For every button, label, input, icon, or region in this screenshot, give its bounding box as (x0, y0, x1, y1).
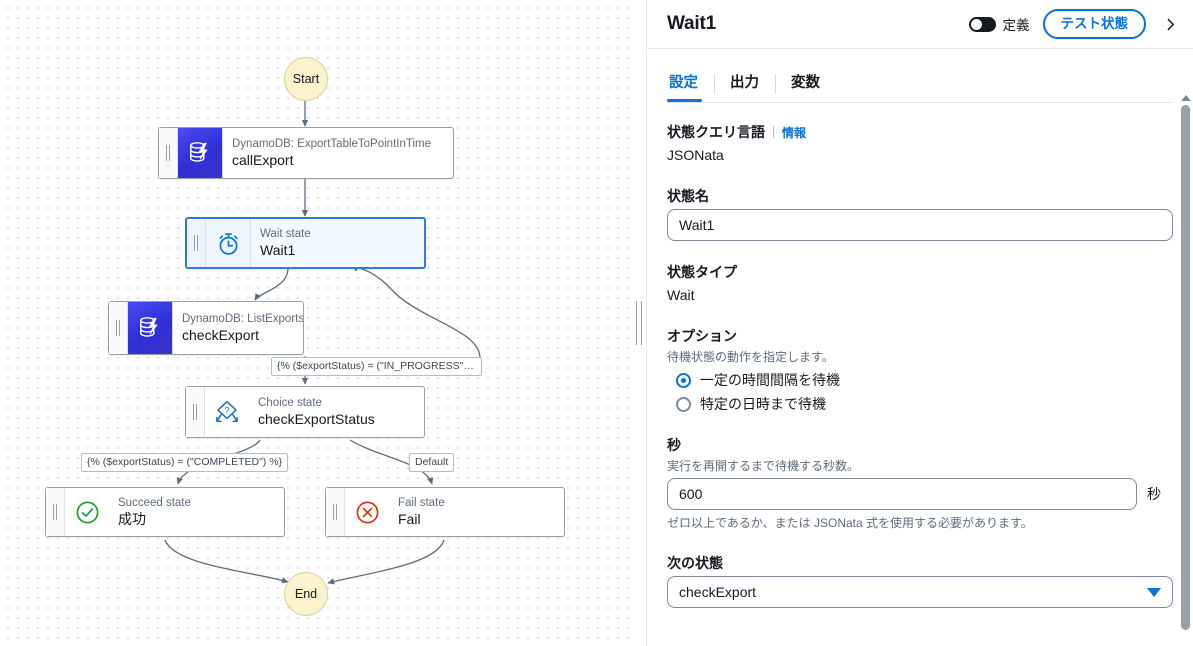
state-type-value: Wait (667, 287, 695, 303)
panel-scrollbar[interactable] (1180, 95, 1191, 646)
test-state-button[interactable]: テスト状態 (1042, 9, 1146, 39)
node-drag-handle[interactable] (109, 302, 128, 354)
node-subtitle: Fail state (398, 497, 445, 509)
state-detail-panel: Wait1 定義 テスト状態 設定 出力 変数 状態クエリ言語 (647, 0, 1193, 646)
next-state-value: checkExport (679, 584, 757, 600)
panel-body: 設定 出力 変数 状態クエリ言語 情報 JSONata 状態名 (647, 49, 1193, 646)
query-language-label: 状態クエリ言語 情報 (667, 124, 807, 140)
workflow-canvas[interactable]: Start DynamoDB: ExportTableToPointInTime… (0, 0, 632, 646)
panel-splitter[interactable] (632, 0, 647, 646)
state-name-label: 状態名 (667, 188, 709, 204)
node-subtitle: Succeed state (118, 497, 191, 509)
x-circle-icon (345, 488, 389, 536)
node-Wait1[interactable]: Wait state Wait1 (185, 217, 426, 269)
node-drag-handle[interactable] (187, 219, 206, 267)
node-drag-handle[interactable] (159, 128, 178, 178)
panel-header: Wait1 定義 テスト状態 (647, 0, 1193, 49)
field-next-state: 次の状態 checkExport (667, 553, 1173, 608)
node-checkExportStatus[interactable]: ? Choice state checkExportStatus (185, 386, 425, 438)
radio-wait-timestamp-label: 特定の日時まで待機 (700, 396, 826, 412)
node-drag-handle[interactable] (46, 488, 65, 536)
radio-dot-icon (676, 372, 691, 388)
node-subtitle: Wait state (260, 228, 311, 240)
node-title: Wait1 (260, 242, 296, 258)
field-options: オプション 待機状態の動作を指定します。 一定の時間間隔を待機 特定の日時まで待… (667, 326, 1173, 414)
tab-settings[interactable]: 設定 (667, 73, 714, 102)
start-label: Start (292, 72, 320, 86)
tab-divider (667, 102, 1173, 103)
chevron-down-icon (1147, 587, 1161, 597)
state-type-label: 状態タイプ (667, 264, 737, 280)
node-subtitle: Choice state (258, 397, 322, 409)
panel-tabs: 設定 出力 変数 (647, 49, 1193, 102)
node-drag-handle[interactable] (186, 387, 205, 437)
node-title: checkExportStatus (258, 411, 375, 427)
field-state-type: 状態タイプ Wait (667, 262, 1173, 305)
node-title: 成功 (118, 511, 146, 527)
chevron-right-icon[interactable] (1162, 16, 1179, 33)
node-succeed[interactable]: Succeed state 成功 (45, 487, 285, 537)
svg-text:?: ? (224, 406, 229, 416)
node-title: Fail (398, 511, 421, 527)
options-hint: 待機状態の動作を指定します。 (667, 350, 834, 364)
start-node[interactable]: Start (284, 57, 328, 101)
node-subtitle: DynamoDB: ListExports (182, 313, 303, 325)
tab-output[interactable]: 出力 (714, 73, 775, 102)
node-title: callExport (232, 152, 294, 168)
next-state-label: 次の状態 (667, 555, 723, 571)
seconds-hint: 実行を再開するまで待機する秒数。 (667, 459, 860, 473)
page-title: Wait1 (667, 13, 716, 34)
node-callExport[interactable]: DynamoDB: ExportTableToPointInTime callE… (158, 127, 454, 179)
radio-wait-timestamp[interactable]: 特定の日時まで待機 (667, 394, 1173, 414)
radio-wait-interval[interactable]: 一定の時間間隔を待機 (667, 370, 1173, 390)
choice-diamond-icon: ? (205, 387, 249, 437)
definition-toggle-label: 定義 (1002, 18, 1030, 33)
node-subtitle: DynamoDB: ExportTableToPointInTime (232, 138, 431, 150)
node-checkExport[interactable]: DynamoDB: ListExports checkExport (108, 301, 304, 355)
field-seconds: 秒 実行を再開するまで待機する秒数。 秒 ゼロ以上であるか、または JSONat… (667, 435, 1173, 532)
field-state-name: 状態名 (667, 186, 1173, 241)
info-link[interactable]: 情報 (782, 126, 807, 140)
scrollbar-thumb[interactable] (1181, 105, 1190, 630)
radio-dot-icon (676, 396, 691, 412)
label-divider (773, 126, 774, 138)
options-label: オプション (667, 328, 737, 344)
node-title: checkExport (182, 327, 260, 343)
seconds-unit-label: 秒 (1147, 486, 1161, 502)
state-name-input[interactable] (667, 209, 1173, 241)
radio-wait-interval-label: 一定の時間間隔を待機 (700, 372, 840, 388)
next-state-select[interactable]: checkExport (667, 576, 1173, 608)
scroll-up-arrow-icon[interactable] (1180, 95, 1191, 101)
node-drag-handle[interactable] (326, 488, 345, 536)
edge-label-default: Default (409, 453, 455, 472)
dynamodb-icon (128, 302, 173, 354)
field-query-language: 状態クエリ言語 情報 JSONata (667, 122, 1173, 165)
seconds-label: 秒 (667, 437, 681, 453)
query-language-value: JSONata (667, 147, 724, 163)
edge-label-in-progress: {% ($exportStatus) = ("IN_PROGRESS") %… (271, 357, 482, 376)
seconds-input[interactable] (667, 478, 1137, 510)
check-circle-icon (65, 488, 109, 536)
node-fail[interactable]: Fail state Fail (325, 487, 565, 537)
dynamodb-icon (178, 128, 223, 178)
tab-variables[interactable]: 変数 (775, 73, 836, 102)
stopwatch-icon (206, 219, 251, 267)
end-node[interactable]: End (284, 572, 328, 616)
seconds-validation-note: ゼロ以上であるか、または JSONata 式を使用する必要があります。 (667, 516, 1033, 530)
end-label: End (294, 587, 318, 601)
definition-toggle[interactable] (968, 16, 996, 32)
settings-form: 状態クエリ言語 情報 JSONata 状態名 状態タイプ Wait オプション (647, 103, 1193, 608)
edge-label-completed: {% ($exportStatus) = ("COMPLETED") %} (81, 453, 289, 472)
